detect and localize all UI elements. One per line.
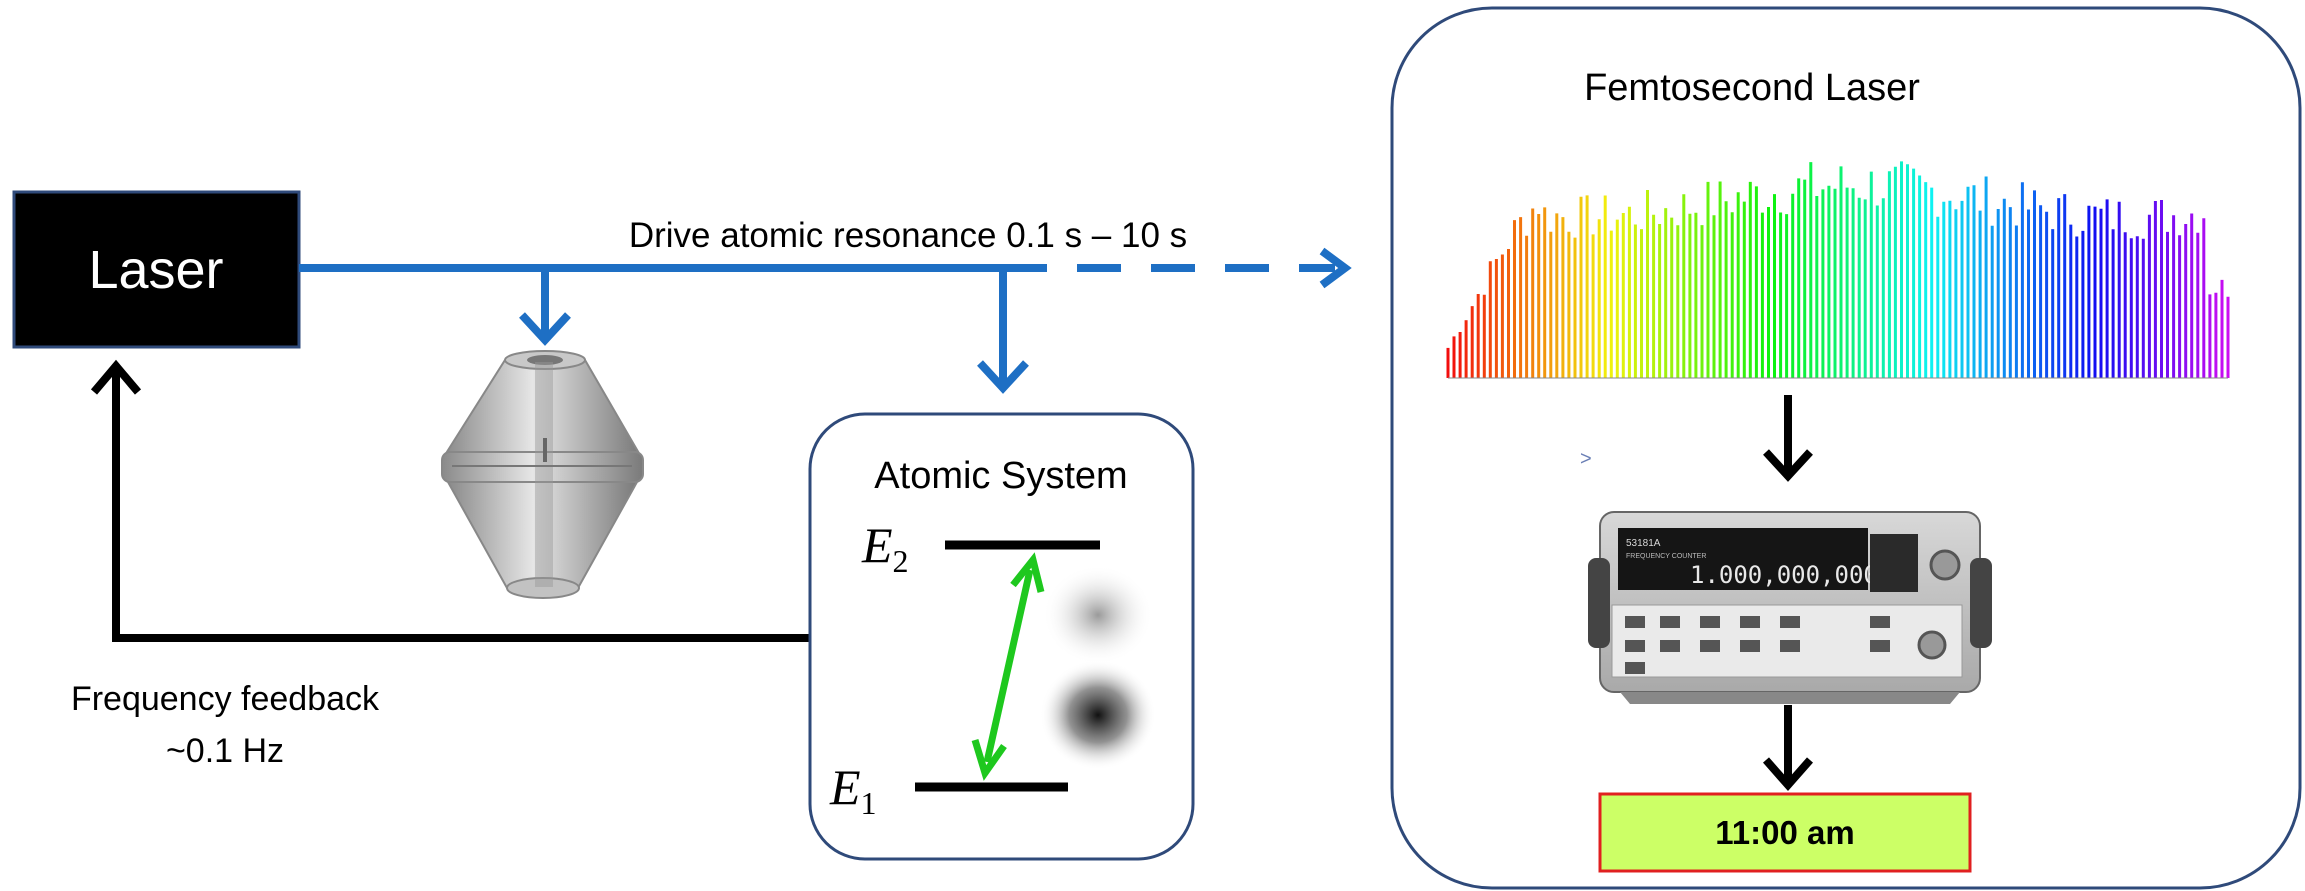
small-mark: >: [1580, 448, 1592, 470]
feedback-arrowhead: [90, 359, 142, 395]
frequency-comb-spectrum: [1446, 161, 2230, 379]
feedback-path: [90, 359, 810, 642]
comb-title: Femtosecond Laser: [1584, 67, 1920, 109]
transition-arrow: [971, 552, 1045, 781]
feedback-rate: ~0.1 Hz: [166, 732, 284, 770]
atomic-system-title: Atomic System: [874, 455, 1127, 497]
clock-time: 11:00 am: [1715, 814, 1854, 851]
counter-model: 53181A: [1626, 538, 1661, 549]
laser-beam: [299, 247, 1352, 394]
feedback-label: Frequency feedback: [71, 680, 380, 718]
clock-readout: 11:00 am: [1598, 792, 1972, 873]
counter-name: FREQUENCY COUNTER: [1626, 553, 1706, 560]
drive-label: Drive atomic resonance 0.1 s – 10 s: [629, 216, 1187, 255]
laser-box: Laser: [12, 190, 301, 349]
counter-reading: 1.000,000,000: [1690, 561, 1878, 589]
beam-to-trap-arrowhead: [519, 312, 571, 346]
beam-to-comb-arrowhead: [1319, 247, 1352, 289]
laser-label: Laser: [88, 240, 223, 300]
ion-trap: [441, 350, 644, 599]
lower-level-label: E1: [829, 759, 877, 821]
frequency-counter: 53181A FREQUENCY COUNTER 1.000,000,000: [1588, 511, 1992, 704]
lower-orbital: [1040, 660, 1156, 770]
upper-level-label: E2: [861, 517, 909, 579]
upper-orbital: [1043, 565, 1153, 665]
femtosecond-laser-panel: Femtosecond Laser >: [1390, 6, 2302, 890]
counter-to-clock-arrow: [1762, 705, 1814, 792]
beam-to-atoms-arrowhead: [977, 360, 1029, 394]
comb-to-counter-arrow: [1763, 395, 1813, 482]
atomic-system-panel: Atomic System E2 E1: [808, 412, 1195, 861]
